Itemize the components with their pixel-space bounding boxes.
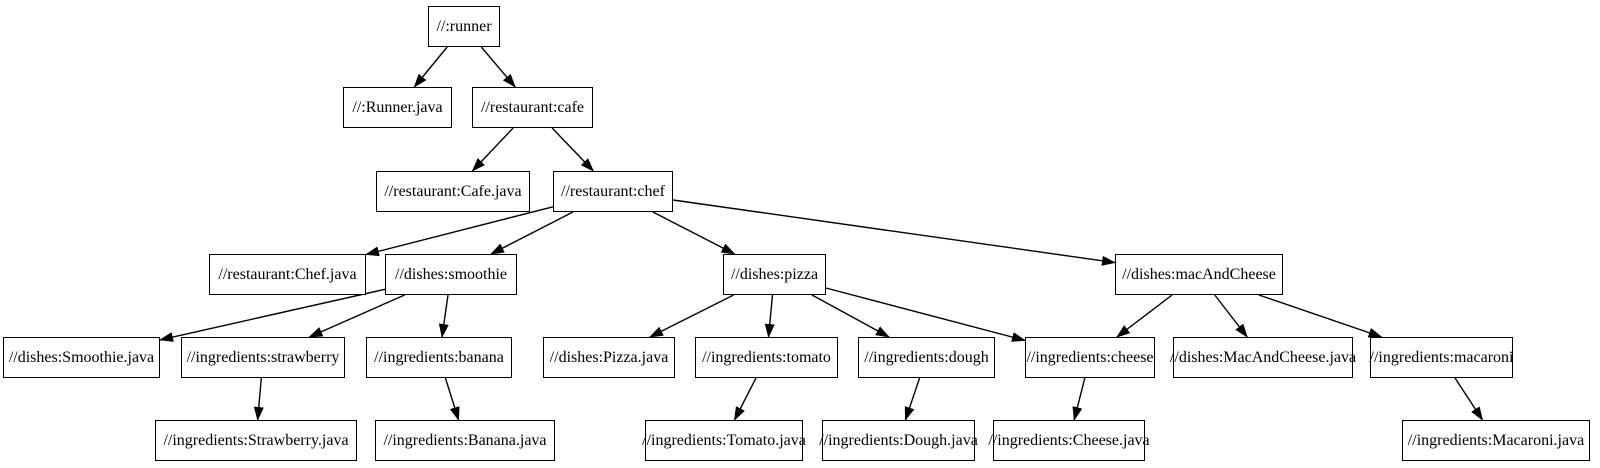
graph-node-macandcheese: //dishes:macAndCheese (1115, 254, 1283, 295)
graph-node-dough_java: //ingredients:Dough.java (819, 420, 978, 461)
edge-smoothie-strawberry (308, 294, 405, 338)
graph-node-banana: //ingredients:banana (366, 337, 512, 378)
edge-chef-pizza (652, 211, 736, 255)
graph-node-tomato: //ingredients:tomato (695, 337, 838, 378)
edge-macandcheese-cheese (1116, 294, 1173, 338)
edge-macandcheese-macandcheese_java (1214, 294, 1248, 338)
edge-chef-macandcheese (672, 199, 1116, 266)
graph-node-pizza_java: //dishes:Pizza.java (543, 337, 675, 378)
edge-chef-smoothie (490, 211, 574, 255)
edge-chef-chef_java (365, 206, 554, 257)
graph-node-chef: //restaurant:chef (553, 171, 673, 212)
edge-cheese-cheese_java (1072, 377, 1086, 421)
graph-node-strawberry: //ingredients:strawberry (181, 337, 345, 378)
edge-smoothie-smoothie_java (159, 288, 386, 342)
graph-node-cafe: //restaurant:cafe (472, 87, 593, 128)
graph-node-chef_java: //restaurant:Chef.java (209, 254, 366, 295)
graph-node-cafe_java: //restaurant:Cafe.java (376, 171, 530, 212)
edge-pizza-pizza_java (649, 294, 734, 338)
edge-macandcheese-macaroni (1258, 294, 1383, 338)
graph-node-macandcheese_java: //dishes:MacAndCheese.java (1170, 337, 1356, 378)
graph-node-runner_java: //:Runner.java (343, 87, 452, 128)
graph-node-macaroni_java: //ingredients:Macaroni.java (1402, 420, 1590, 461)
edge-pizza-cheese (825, 287, 1026, 342)
edge-pizza-tomato (764, 294, 775, 338)
graph-node-banana_java: //ingredients:Banana.java (375, 420, 555, 461)
graph-node-pizza: //dishes:pizza (723, 254, 826, 295)
graph-node-dough: //ingredients:dough (858, 337, 995, 378)
edge-smoothie-banana (438, 294, 449, 338)
edge-dough-dough_java (904, 377, 921, 421)
graph-node-strawberry_java: //ingredients:Strawberry.java (155, 420, 357, 461)
edge-pizza-dough (811, 294, 890, 338)
edge-strawberry-strawberry_java (253, 377, 264, 421)
graph-node-tomato_java: //ingredients:Tomato.java (642, 420, 806, 461)
edge-runner-runner_java (413, 46, 448, 88)
graph-node-smoothie_java: //dishes:Smoothie.java (3, 337, 160, 378)
graph-node-smoothie: //dishes:smoothie (385, 254, 517, 295)
graph-node-macaroni: //ingredients:macaroni (1370, 337, 1513, 378)
graph-node-runner: //:runner (428, 6, 500, 47)
edge-runner-cafe (480, 46, 516, 88)
graph-node-cheese_java: //ingredients:Cheese.java (988, 420, 1150, 461)
edge-tomato-tomato_java (733, 377, 757, 421)
graph-node-cheese: //ingredients:cheese (1025, 337, 1155, 378)
edge-cafe-cafe_java (471, 127, 514, 172)
edge-cafe-chef (551, 127, 595, 172)
edge-macaroni-macaroni_java (1454, 377, 1484, 421)
edge-banana-banana_java (444, 377, 460, 421)
